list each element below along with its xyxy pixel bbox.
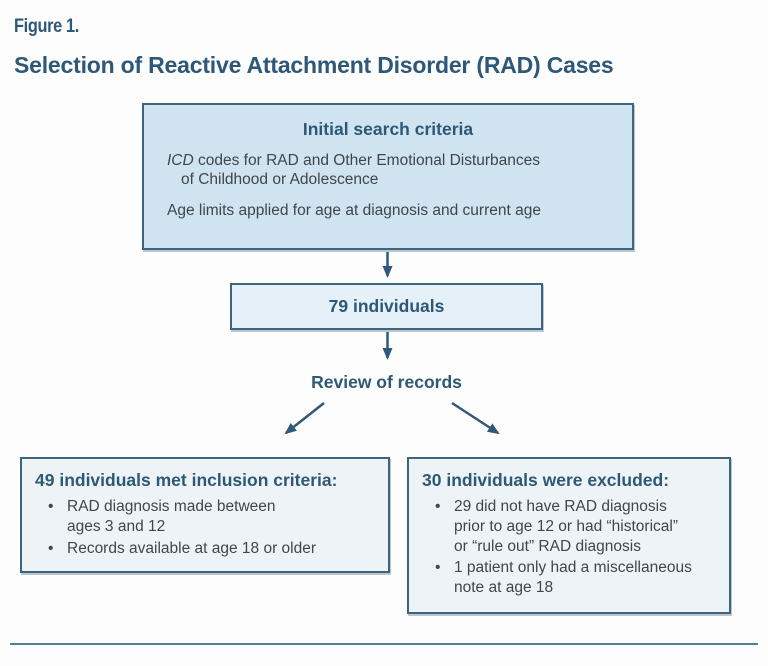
arrow-review-to-included <box>284 402 325 435</box>
initial-box-header: Initial search criteria <box>302 119 474 139</box>
exclusion-bullet-list: 29 did not have RAD diagnosis prior to a… <box>422 497 721 598</box>
individuals-count-box: 79 individuals <box>230 283 543 330</box>
bottom-divider <box>10 643 758 645</box>
initial-box-line1: ICD codes for RAD and Other Emotional Di… <box>167 152 610 190</box>
inclusion-bullet-list: RAD diagnosis made between ages 3 and 12… <box>35 497 380 558</box>
inclusion-bullet-2: Records available at age 18 or older <box>35 539 380 559</box>
inclusion-bullet-1: RAD diagnosis made between ages 3 and 12 <box>35 497 380 537</box>
icd-italic-text: ICD <box>167 152 194 169</box>
review-of-records-label: Review of records <box>311 372 462 392</box>
exclusion-box: 30 individuals were excluded: 29 did not… <box>407 457 731 614</box>
inclusion-box-header: 49 individuals met inclusion criteria: <box>35 470 338 490</box>
exclusion-box-header: 30 individuals were excluded: <box>422 470 670 490</box>
initial-box-line2: Age limits applied for age at diagnosis … <box>167 201 541 219</box>
arrow-review-to-excluded <box>451 401 500 435</box>
figure-label: Figure 1. <box>14 16 80 37</box>
exclusion-bullet-1: 29 did not have RAD diagnosis prior to a… <box>422 497 721 556</box>
initial-search-criteria-box: Initial search criteria ICD codes for RA… <box>142 103 634 250</box>
inclusion-criteria-box: 49 individuals met inclusion criteria: R… <box>20 457 390 573</box>
initial-box-line1-rest: codes for RAD and Other Emotional Distur… <box>181 152 541 188</box>
figure-title: Selection of Reactive Attachment Disorde… <box>14 52 614 78</box>
exclusion-bullet-2: 1 patient only had a miscellaneous note … <box>422 558 721 598</box>
